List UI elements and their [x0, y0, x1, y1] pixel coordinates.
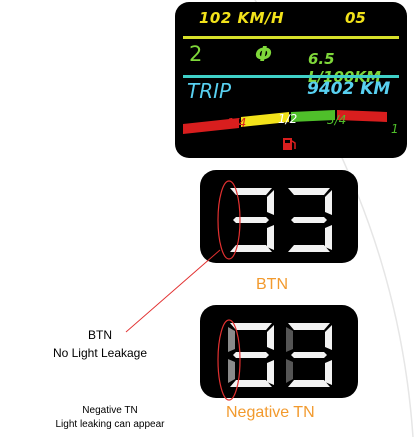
digit-3-right	[286, 323, 332, 387]
divider-line	[183, 75, 399, 78]
seven-segment-digits	[228, 323, 332, 387]
gauge-segment-green	[291, 110, 335, 122]
digit-3-left	[230, 188, 274, 252]
gauge-segment-red-end	[337, 110, 387, 122]
odo-readout: 05	[345, 9, 366, 27]
lcd-display-btn	[200, 170, 358, 263]
fuel-phi-icon: Φ	[255, 42, 273, 66]
btn-caption: BTN	[256, 276, 288, 293]
gauge-tick-0: 0	[183, 122, 191, 136]
btn-note-title: BTN	[88, 328, 112, 342]
gauge-segment-yellow	[241, 112, 289, 127]
negative-tn-caption: Negative TN	[226, 404, 315, 421]
pointer-line	[125, 249, 221, 333]
divider-line	[183, 36, 399, 39]
speed-readout: 102 KM/H	[199, 9, 285, 27]
digit-3-right	[288, 188, 332, 252]
gauge-tick-half: 1/2	[278, 112, 298, 126]
fuel-pump-icon	[283, 138, 296, 150]
highlight-ellipse-ntn	[217, 319, 241, 401]
gauge-segment-red	[183, 118, 239, 134]
gauge-tick-quarter: 1/4	[227, 116, 247, 130]
digit-3-left	[228, 323, 274, 387]
fuel-gauge	[183, 110, 387, 150]
trip-value: 9402 KM	[307, 79, 391, 99]
seven-segment-digits	[230, 188, 332, 252]
highlight-ellipse-btn	[217, 180, 241, 260]
gauge-tick-1: 1	[391, 122, 399, 136]
gear-indicator: 2	[189, 42, 203, 66]
btn-note-desc: No Light Leakage	[52, 346, 148, 360]
trip-label: TRIP	[187, 79, 232, 103]
instrument-cluster: 102 KM/H 05 2 Φ 6.5 L/100KM TRIP 9402 KM…	[175, 2, 407, 158]
gauge-tick-three-quarter: 3/4	[327, 113, 347, 127]
ntn-note-title: Negative TN	[82, 405, 138, 416]
ntn-note-desc: Light leaking can appear	[55, 419, 165, 430]
